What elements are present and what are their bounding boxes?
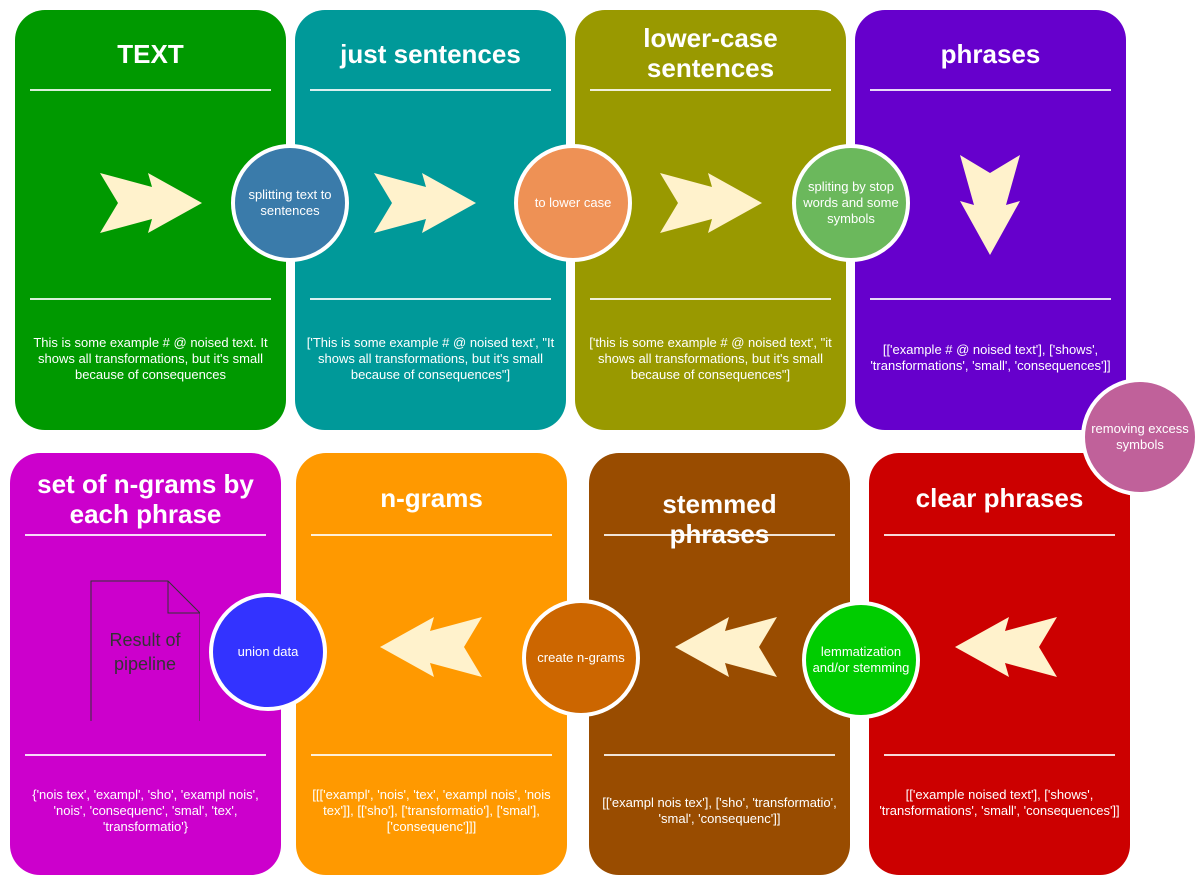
- process-step-label: union data: [237, 644, 299, 659]
- divider: [25, 534, 266, 536]
- stage-title: set of n-grams by each phrase: [37, 469, 254, 529]
- divider: [590, 298, 831, 300]
- divider: [870, 89, 1111, 91]
- divider: [311, 534, 552, 536]
- stage-title: stemmed phrases: [662, 489, 777, 549]
- divider: [590, 89, 831, 91]
- divider: [604, 534, 835, 536]
- stage-title: n-grams: [380, 483, 483, 513]
- process-step-label: create n-grams: [537, 650, 625, 665]
- process-step: removing excess symbols: [1081, 378, 1197, 496]
- divider: [311, 754, 552, 756]
- flow-arrow-icon: [380, 617, 482, 677]
- stage-title: TEXT: [117, 39, 184, 69]
- divider: [310, 298, 551, 300]
- flow-arrow-icon: [374, 173, 476, 233]
- process-step-label: lemmatization and/or stemming: [812, 644, 910, 675]
- process-step: union data: [209, 593, 327, 711]
- stage-output: [['exampl nois tex'], ['sho', 'transform…: [602, 795, 837, 826]
- divider: [870, 298, 1111, 300]
- process-step: create n-grams: [522, 599, 640, 717]
- document-label: Result of pipeline: [109, 630, 181, 674]
- process-step-label: to lower case: [534, 195, 612, 210]
- stage-title: clear phrases: [915, 483, 1084, 513]
- divider: [884, 534, 1115, 536]
- flow-arrow-icon: [100, 173, 202, 233]
- flow-arrow-icon: [955, 617, 1057, 677]
- flow-arrow-icon: [960, 155, 1020, 255]
- divider: [25, 754, 266, 756]
- stage-output: ['This is some example # @ noised text',…: [306, 335, 555, 382]
- process-step-label: splitting text to sentences: [248, 187, 332, 218]
- process-step: to lower case: [514, 144, 632, 262]
- divider: [310, 89, 551, 91]
- process-step: spliting by stop words and some symbols: [792, 144, 910, 262]
- divider: [604, 754, 835, 756]
- document-icon: [90, 580, 200, 721]
- divider: [884, 754, 1115, 756]
- stage-output: [[['exampl', 'nois', 'tex', 'exampl nois…: [312, 787, 551, 834]
- stage-card: n-grams [[['exampl', 'nois', 'tex', 'exa…: [296, 453, 567, 875]
- stage-output: [['example # @ noised text'], ['shows', …: [870, 342, 1111, 373]
- stage-output: {'nois tex', 'exampl', 'sho', 'exampl no…: [32, 787, 259, 834]
- stage-output: [['example noised text'], ['shows', 'tra…: [879, 787, 1120, 818]
- stage-title: phrases: [940, 39, 1041, 69]
- process-step-label: spliting by stop words and some symbols: [803, 179, 899, 226]
- process-step: splitting text to sentences: [231, 144, 349, 262]
- stage-title: just sentences: [340, 39, 521, 69]
- flow-arrow-icon: [660, 173, 762, 233]
- divider: [30, 89, 271, 91]
- flow-arrow-icon: [675, 617, 777, 677]
- stage-title: lower-case sentences: [643, 23, 778, 83]
- process-step-label: removing excess symbols: [1091, 421, 1189, 452]
- stage-output: ['this is some example # @ noised text',…: [589, 335, 832, 382]
- divider: [30, 298, 271, 300]
- stage-output: This is some example # @ noised text. It…: [33, 335, 268, 382]
- process-step: lemmatization and/or stemming: [802, 601, 920, 719]
